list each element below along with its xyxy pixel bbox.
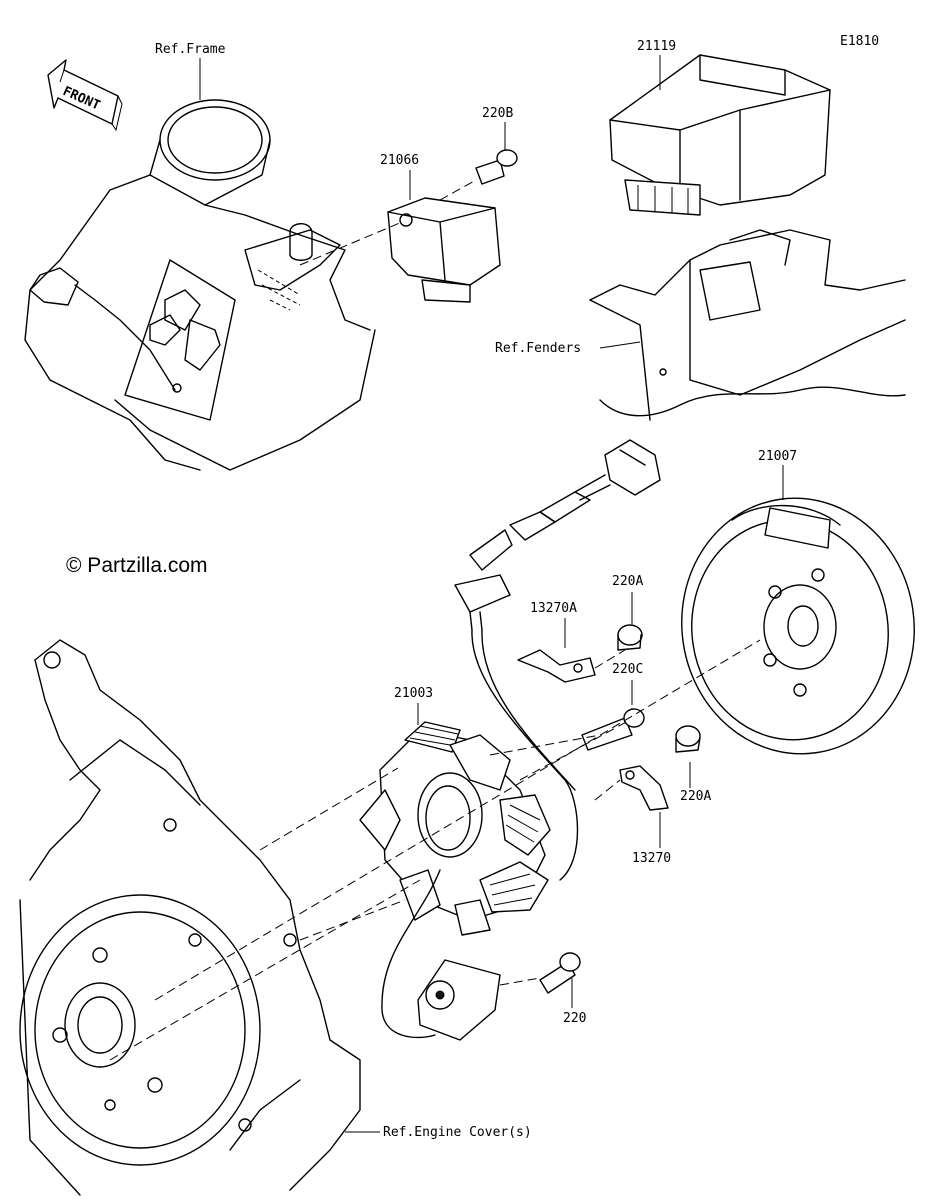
wire-connector	[454, 439, 661, 881]
part-label-21007: 21007	[758, 449, 797, 464]
copyright-text: © Partzilla.com	[66, 554, 208, 577]
part-label-220A-right: 220A	[680, 789, 711, 804]
part-label-13270A: 13270A	[530, 601, 577, 616]
front-arrow-icon: FRONT	[47, 59, 123, 132]
engine-cover	[19, 639, 361, 1196]
part-21003-stator	[359, 721, 551, 1039]
part-13270-plate	[619, 765, 669, 811]
frame-assembly	[24, 99, 376, 471]
fenders-assembly	[589, 229, 906, 421]
pickup-coil	[417, 959, 501, 1041]
part-220-bolt	[539, 952, 581, 994]
part-220A-top-bolt	[617, 624, 643, 651]
part-label-21066: 21066	[380, 153, 419, 168]
part-label-220B: 220B	[482, 106, 513, 121]
part-label-13270: 13270	[632, 851, 671, 866]
part-21119-regulator	[609, 54, 831, 216]
part-220B-bolt	[475, 149, 518, 185]
ref-frame-label: Ref.Frame	[155, 42, 226, 57]
part-21066-relay	[387, 197, 501, 303]
part-220A-right-bolt	[675, 725, 701, 753]
ref-engine-cover-label: Ref.Engine Cover(s)	[383, 1125, 532, 1140]
ref-fenders-label: Ref.Fenders	[495, 341, 581, 356]
frame-label: Ref.Frame	[155, 42, 226, 100]
part-label-21119: 21119	[637, 39, 676, 54]
part-label-21003: 21003	[394, 686, 433, 701]
part-label-220C: 220C	[612, 662, 643, 677]
part-label-220: 220	[563, 1011, 586, 1026]
part-13270A-plate	[517, 649, 596, 683]
diagram-code: E1810	[840, 34, 879, 49]
part-label-220A-top: 220A	[612, 574, 643, 589]
part-21007-flywheel	[681, 497, 915, 755]
